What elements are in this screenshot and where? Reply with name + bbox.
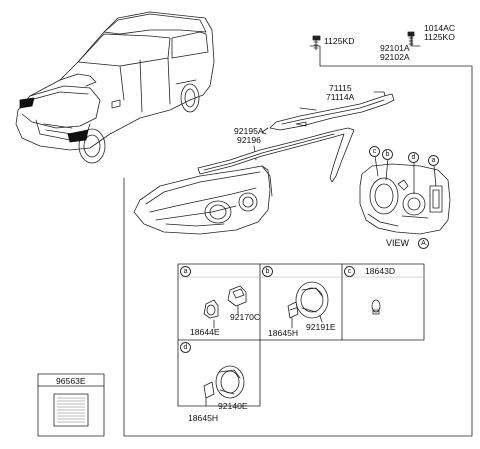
label-18643d: 18643D (365, 266, 396, 276)
label-71114a: 71114A (326, 92, 355, 102)
label-box-frame (37, 373, 105, 437)
screw-1014ac (407, 31, 415, 47)
label-96563e: 96563E (56, 376, 86, 386)
label-92102a: 92102A (380, 52, 410, 62)
label-18645h-d: 18645H (188, 413, 219, 423)
cell-c-parts (371, 299, 381, 315)
cell-tag-c: c (344, 266, 355, 277)
callout-d: d (408, 152, 419, 163)
cell-b-parts (287, 281, 329, 329)
callout-a: a (428, 155, 439, 166)
label-1014ac: 1014AC (424, 23, 456, 33)
bolt-1125kd (312, 35, 321, 51)
label-71115: 71115 (329, 83, 352, 93)
cell-tag-a: a (180, 266, 191, 277)
cell-tag-b: b (262, 266, 273, 277)
view-marker-a: A (418, 238, 429, 249)
label-92195a: 92195A (234, 126, 264, 136)
bracket-moulding (261, 93, 395, 135)
headlamp-assembly (133, 165, 273, 235)
label-92101a: 92101A (380, 43, 410, 53)
callout-c: c (369, 146, 380, 157)
label-92191e: 92191E (306, 322, 336, 332)
cell-a-parts (203, 285, 247, 329)
label-1125kd: 1125KD (324, 36, 355, 46)
label-18644e: 18644E (190, 327, 220, 337)
trim-strip (197, 127, 355, 183)
label-18645h-b: 18645H (268, 328, 299, 338)
label-92170c: 92170C (230, 312, 261, 322)
car-illustration (15, 11, 215, 164)
cell-d-parts (203, 365, 245, 407)
label-92196: 92196 (237, 135, 261, 145)
warning-label-sticker (53, 393, 89, 427)
label-92140e: 92140E (218, 401, 248, 411)
lamp-rear-view (359, 155, 451, 235)
label-view: VIEW (386, 238, 410, 248)
callout-b: b (382, 149, 393, 160)
cell-tag-d: d (180, 342, 191, 353)
main-frame (123, 65, 473, 437)
label-1125ko: 1125KO (424, 32, 455, 42)
